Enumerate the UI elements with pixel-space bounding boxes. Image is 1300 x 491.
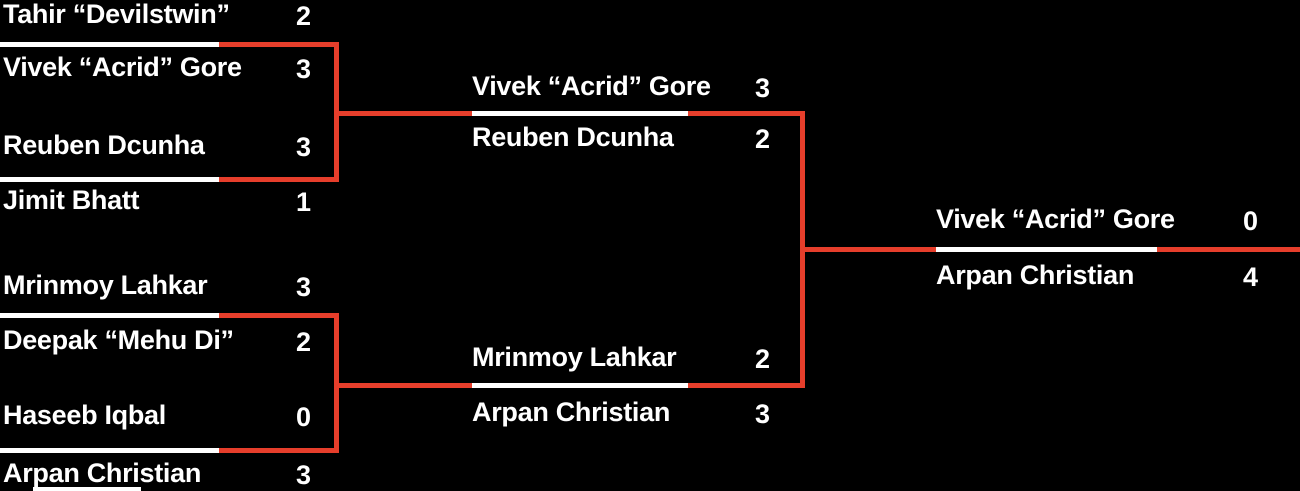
player-name: Haseeb Iqbal: [3, 400, 166, 430]
player-score: 3: [296, 460, 311, 490]
match-divider: [472, 383, 688, 388]
player-score: 1: [296, 187, 311, 217]
player-score: 3: [296, 272, 311, 302]
match-divider: [0, 177, 219, 182]
connector-line: [334, 111, 472, 116]
player-score: 3: [755, 73, 770, 103]
match-divider: [0, 448, 219, 453]
player-score: 2: [755, 344, 770, 374]
player-score: 3: [296, 132, 311, 162]
player-name: Jimit Bhatt: [3, 185, 140, 215]
player-name: Arpan Christian: [472, 397, 671, 427]
connector-line: [688, 111, 805, 116]
connector-line: [800, 247, 936, 252]
player-name: Vivek “Acrid” Gore: [936, 204, 1175, 234]
connector-line: [334, 383, 472, 388]
connector-line: [219, 177, 339, 182]
match-divider: [472, 111, 688, 116]
player-name: Mrinmoy Lahkar: [3, 270, 208, 300]
player-score: 2: [296, 1, 311, 31]
clipped-divider: [33, 487, 141, 491]
player-name: Arpan Christian: [3, 458, 202, 488]
match-divider: [936, 247, 1157, 252]
player-name: Vivek “Acrid” Gore: [3, 52, 242, 82]
player-score: 0: [1243, 206, 1258, 236]
player-score: 4: [1243, 262, 1258, 292]
player-score: 3: [755, 399, 770, 429]
player-name: Reuben Dcunha: [3, 130, 205, 160]
player-score: 3: [296, 54, 311, 84]
match-divider: [0, 313, 219, 318]
match-divider: [0, 42, 219, 47]
connector-line: [219, 313, 339, 318]
connector-line: [219, 42, 339, 47]
player-score: 2: [296, 327, 311, 357]
player-name: Arpan Christian: [936, 260, 1135, 290]
player-score: 2: [755, 124, 770, 154]
connector-line: [688, 383, 805, 388]
player-score: 0: [296, 402, 311, 432]
player-name: Vivek “Acrid” Gore: [472, 71, 711, 101]
player-name: Reuben Dcunha: [472, 122, 674, 152]
player-name: Mrinmoy Lahkar: [472, 342, 677, 372]
player-name: Tahir “Devilstwin”: [3, 0, 230, 29]
player-name: Deepak “Mehu Di”: [3, 325, 234, 355]
connector-line: [1157, 247, 1300, 252]
connector-line: [219, 448, 339, 453]
